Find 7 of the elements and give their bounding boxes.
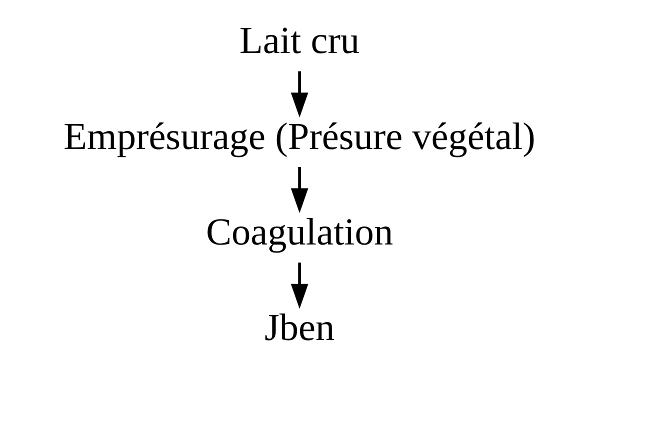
arrow bbox=[290, 262, 308, 309]
node-text: Jben bbox=[264, 307, 335, 350]
node-text: Coagulation bbox=[206, 211, 394, 254]
node-text: Emprésurage (Présure végétal) bbox=[64, 116, 536, 158]
arrow bbox=[290, 71, 308, 118]
arrow bbox=[290, 166, 308, 214]
node-text: Lait cru bbox=[240, 20, 360, 62]
